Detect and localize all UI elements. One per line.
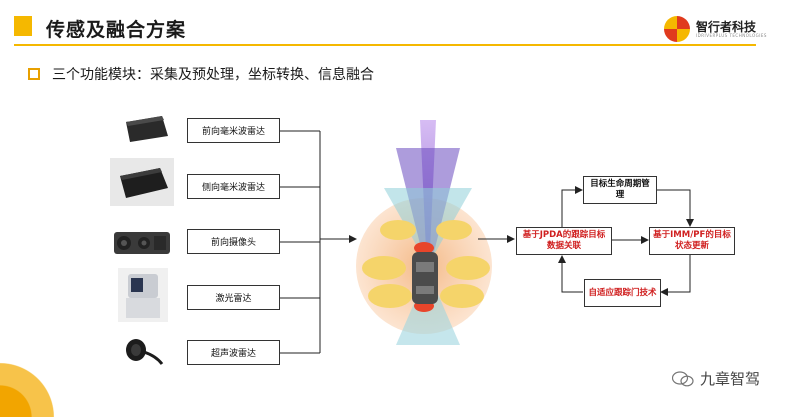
sensor-box-lidar: 激光雷达 bbox=[187, 285, 280, 310]
fusion-box-jpda: 基于JPDA的跟踪目标数据关联 bbox=[516, 227, 612, 255]
logo-subtext: IDRIVERPLUS TECHNOLOGIES bbox=[696, 33, 767, 38]
ultrasonic-image bbox=[126, 339, 164, 365]
bullet-icon bbox=[28, 68, 40, 80]
fusion-box-imm: 基于IMM/PF的目标状态更新 bbox=[649, 227, 735, 255]
watermark: 九章智驾 bbox=[672, 368, 760, 389]
watermark-text: 九章智驾 bbox=[700, 370, 761, 388]
camera-image bbox=[114, 232, 170, 254]
front-radar-image bbox=[126, 116, 168, 142]
vehicle-sensing-illustration bbox=[356, 120, 492, 345]
logo-text: 智行者科技 bbox=[696, 20, 757, 34]
page-title: 传感及融合方案 bbox=[46, 19, 187, 41]
fusion-loop-arrows bbox=[558, 186, 694, 296]
header-divider bbox=[14, 44, 756, 46]
sensor-box-ultrasonic: 超声波雷达 bbox=[187, 340, 280, 365]
subtitle: 三个功能模块：采集及预处理，坐标转换、信息融合 bbox=[52, 67, 374, 83]
corner-decoration bbox=[0, 362, 70, 417]
fusion-box-lifecycle: 目标生命周期管理 bbox=[583, 176, 657, 204]
header-accent-bar bbox=[14, 16, 32, 36]
side-radar-image bbox=[110, 158, 174, 206]
sensor-box-front-radar: 前向毫米波雷达 bbox=[187, 118, 280, 143]
logo-mark-icon bbox=[664, 16, 690, 42]
sensor-connectors bbox=[280, 130, 357, 354]
wechat-icon bbox=[672, 370, 694, 386]
sensor-box-side-radar: 侧向毫米波雷达 bbox=[187, 174, 280, 199]
fusion-box-gate: 自适应跟踪门技术 bbox=[584, 279, 661, 307]
company-logo: 智行者科技 IDRIVERPLUS TECHNOLOGIES bbox=[664, 16, 794, 44]
sensor-box-camera: 前向摄像头 bbox=[187, 229, 280, 254]
lidar-image bbox=[118, 268, 168, 322]
